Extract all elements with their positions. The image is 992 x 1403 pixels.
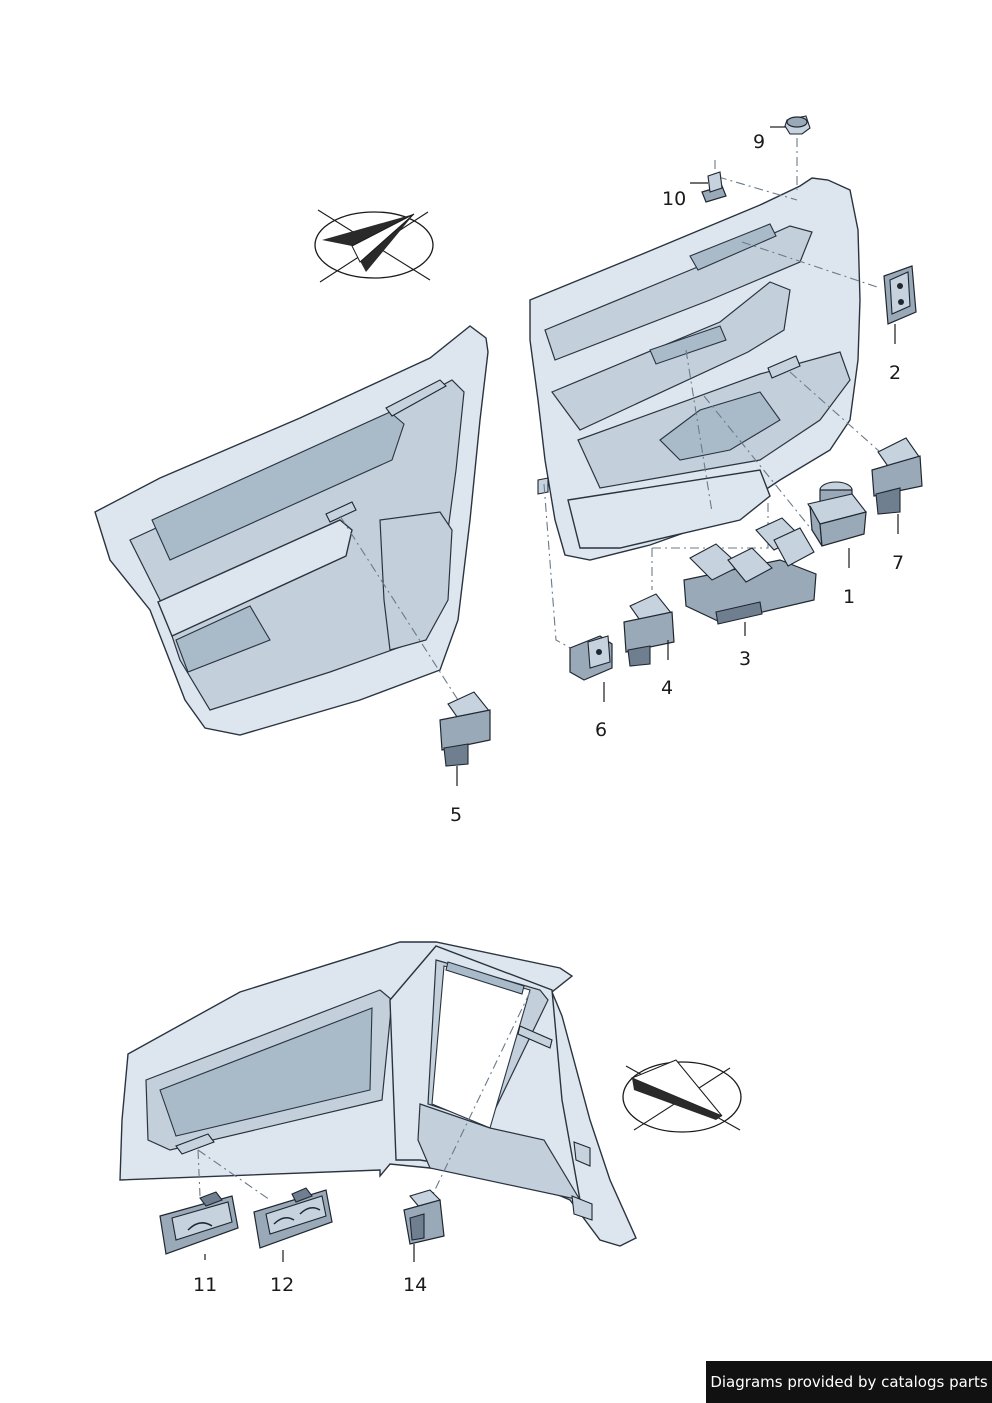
part-5-switch <box>439 691 491 786</box>
part-3-switch-cluster <box>683 517 817 636</box>
callout-4: 4 <box>661 677 673 699</box>
part-12-switch <box>253 1187 333 1262</box>
bottom-leader-lines <box>197 991 531 1201</box>
part-4-switch <box>623 593 675 667</box>
part-11-switch <box>159 1191 239 1260</box>
front-door-panel <box>529 177 861 561</box>
orientation-symbol-top <box>314 209 434 283</box>
part-2-switch <box>883 265 917 344</box>
part-7-switch <box>871 437 923 534</box>
callout-5: 5 <box>450 804 462 826</box>
part-9-clip <box>770 115 811 135</box>
part-14-bracket <box>403 1189 445 1262</box>
top-leader-lines <box>339 138 881 701</box>
callout-labels: 9 10 2 7 1 3 4 6 5 11 12 14 <box>193 131 904 1296</box>
rear-door-panel <box>94 325 489 736</box>
callout-12: 12 <box>270 1274 294 1296</box>
callout-2: 2 <box>889 362 901 384</box>
callout-9: 9 <box>753 131 765 153</box>
callout-1: 1 <box>843 586 855 608</box>
callout-11: 11 <box>193 1274 217 1296</box>
part-6-switch <box>569 635 613 702</box>
footer-credit: Diagrams provided by catalogs parts <box>706 1361 992 1403</box>
part-1-knob <box>807 481 867 568</box>
callout-7: 7 <box>892 552 904 574</box>
callout-6: 6 <box>595 719 607 741</box>
callout-3: 3 <box>739 648 751 670</box>
luggage-trim-panel <box>119 941 637 1247</box>
callout-10: 10 <box>662 188 686 210</box>
part-10-bracket <box>690 171 727 203</box>
orientation-symbol-bottom <box>622 1059 742 1133</box>
callout-14: 14 <box>403 1274 427 1296</box>
